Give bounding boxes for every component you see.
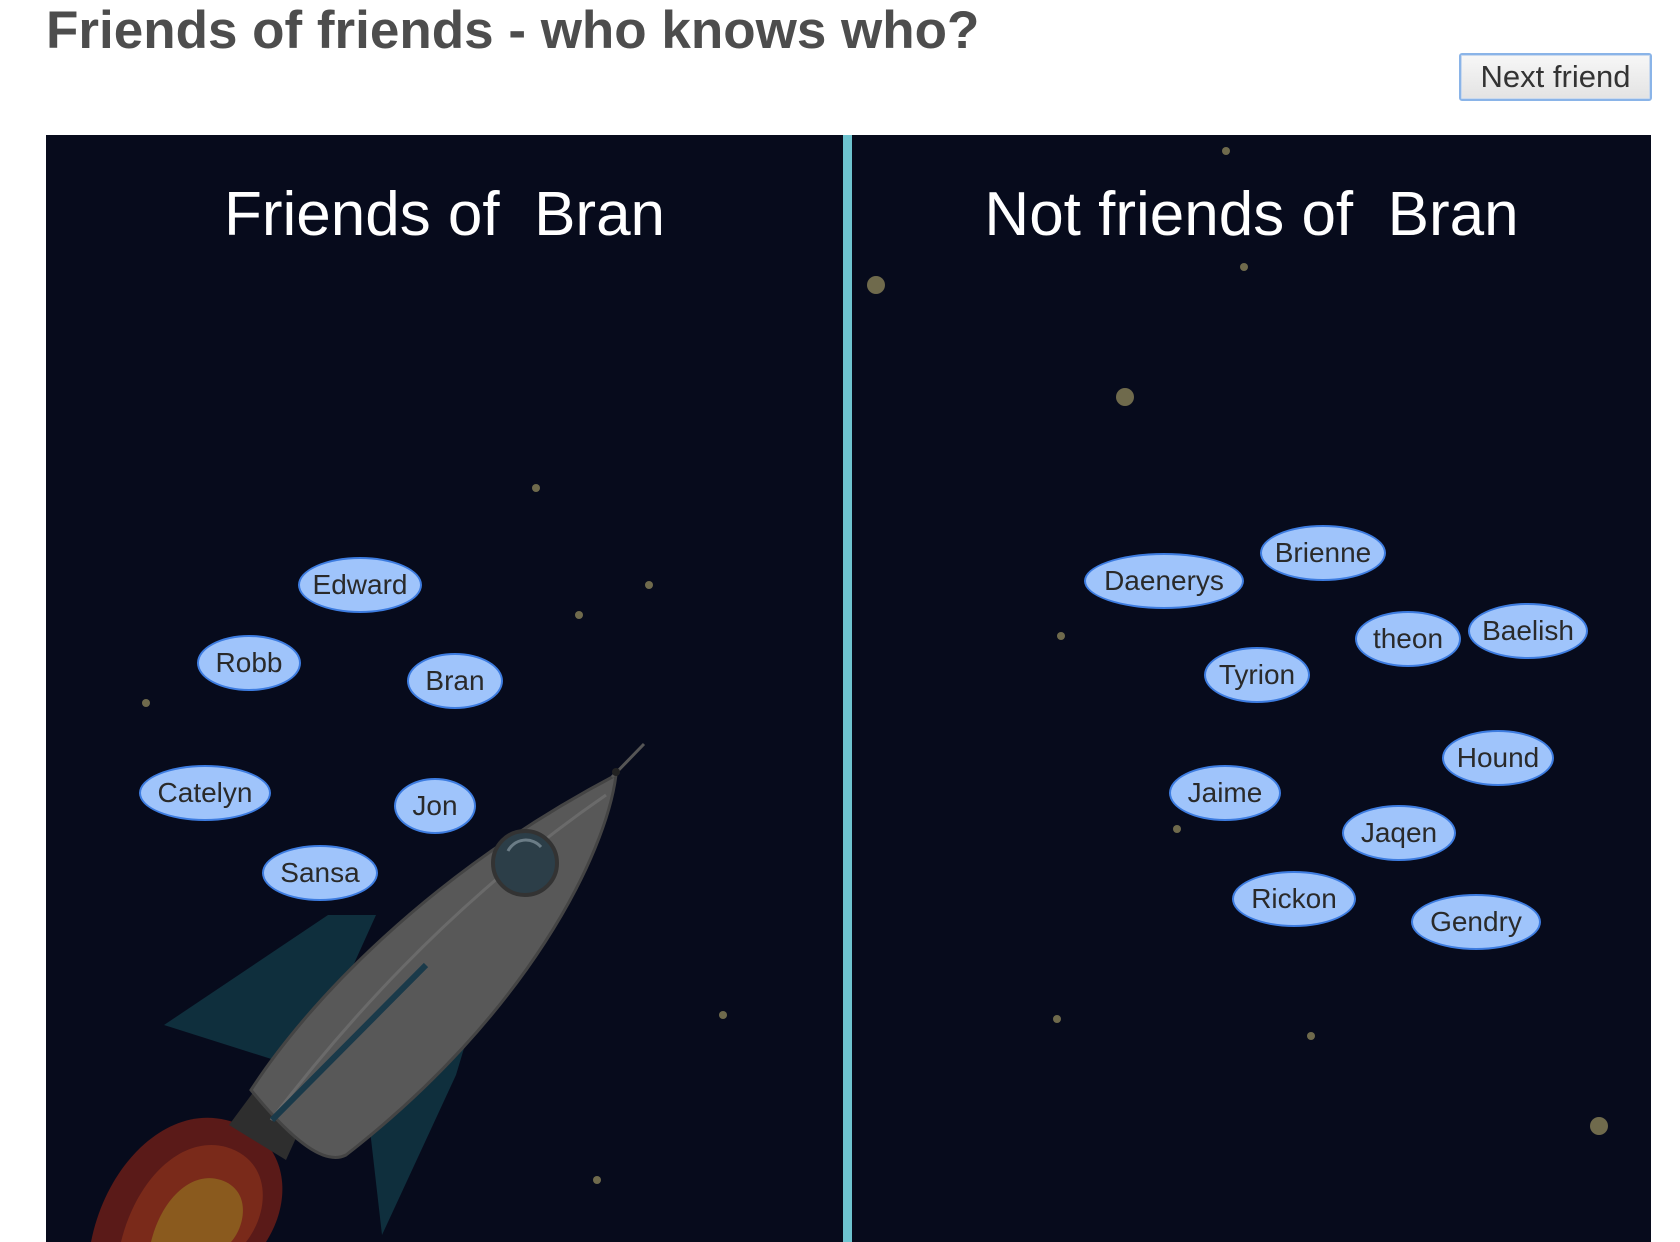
next-friend-button[interactable]: Next friend <box>1459 53 1652 101</box>
person-node-rickon[interactable]: Rickon <box>1232 871 1356 927</box>
star-field <box>867 147 1608 1135</box>
not-friends-panel[interactable]: Not friends of Bran Brienne Daenerys the… <box>852 135 1651 1242</box>
person-node-gendry[interactable]: Gendry <box>1411 894 1541 950</box>
friend-node-jon[interactable]: Jon <box>394 778 476 834</box>
friend-node-bran[interactable]: Bran <box>407 653 503 709</box>
panel-divider <box>843 135 852 1242</box>
person-node-daenerys[interactable]: Daenerys <box>1084 553 1244 609</box>
person-node-jaime[interactable]: Jaime <box>1169 765 1281 821</box>
friend-node-edward[interactable]: Edward <box>298 557 422 613</box>
person-node-brienne[interactable]: Brienne <box>1260 525 1386 581</box>
person-node-baelish[interactable]: Baelish <box>1468 603 1588 659</box>
person-node-theon[interactable]: theon <box>1355 611 1461 667</box>
person-node-jaqen[interactable]: Jaqen <box>1342 805 1456 861</box>
person-node-hound[interactable]: Hound <box>1442 730 1554 786</box>
star-field <box>142 484 727 1184</box>
rocket-illustration <box>91 742 646 1242</box>
person-node-tyrion[interactable]: Tyrion <box>1204 647 1310 703</box>
not-friends-panel-title: Not friends of Bran <box>984 180 1519 249</box>
friends-panel[interactable]: Friends of Bran Edward Robb Bran Catelyn… <box>46 135 843 1242</box>
page-title: Friends of friends - who knows who? <box>46 1 980 60</box>
friends-panel-title: Friends of Bran <box>223 180 666 249</box>
friend-node-sansa[interactable]: Sansa <box>262 845 378 901</box>
friend-node-robb[interactable]: Robb <box>197 635 301 691</box>
friend-node-catelyn[interactable]: Catelyn <box>139 765 271 821</box>
